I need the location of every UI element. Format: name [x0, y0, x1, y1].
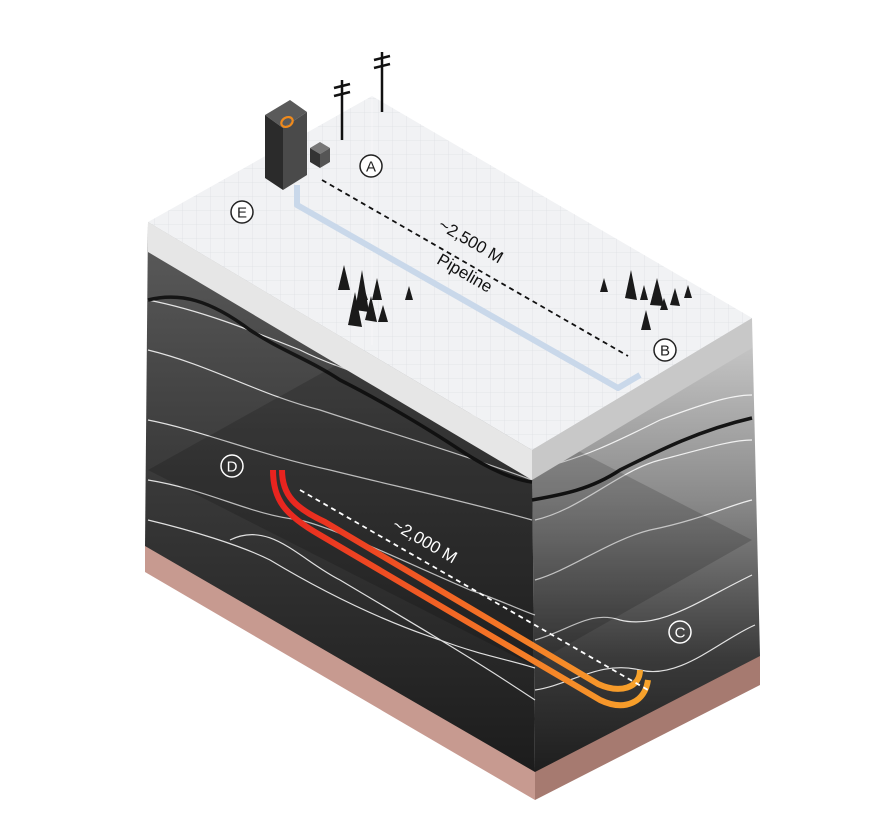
bedrock-base-right: [535, 655, 760, 800]
surface-slab-left: [148, 222, 532, 480]
callout-e-label: E: [237, 205, 247, 222]
underground-plane: [148, 345, 752, 665]
plant-roof: [265, 100, 307, 128]
bedrock-base-left: [145, 545, 535, 800]
strata-dark-band-right: [531, 416, 753, 502]
callout-a-label: A: [366, 159, 376, 176]
block-left-face: [145, 222, 535, 772]
surface-distance-line: [321, 179, 629, 357]
callout-e: E: [230, 200, 254, 224]
seismic-spikes-cluster-left: [338, 265, 413, 327]
underground-distance-line: [299, 489, 649, 691]
callout-c-label: C: [675, 625, 686, 642]
plant-annex-right: [320, 148, 330, 168]
plant-left-wall: [265, 115, 283, 190]
surface-grid: [148, 96, 752, 450]
power-pole-icon: [333, 52, 391, 140]
hot-pipe-loop-outer: [270, 469, 651, 709]
callout-d-label: D: [227, 459, 238, 476]
strata-dark-band-left: [147, 295, 533, 484]
callout-d: D: [220, 454, 244, 478]
plant-annex-left: [310, 148, 320, 168]
surface-pipeline: [294, 185, 642, 391]
callout-b: B: [653, 338, 677, 362]
seismic-spikes-cluster-right: [600, 270, 692, 330]
callout-c: C: [668, 620, 692, 644]
plant-right-wall: [283, 112, 307, 190]
hot-pipe-loop-inner: [279, 469, 643, 692]
callout-b-label: B: [660, 343, 670, 360]
callout-a: A: [359, 154, 383, 178]
plant-heat-icon: [280, 115, 294, 129]
